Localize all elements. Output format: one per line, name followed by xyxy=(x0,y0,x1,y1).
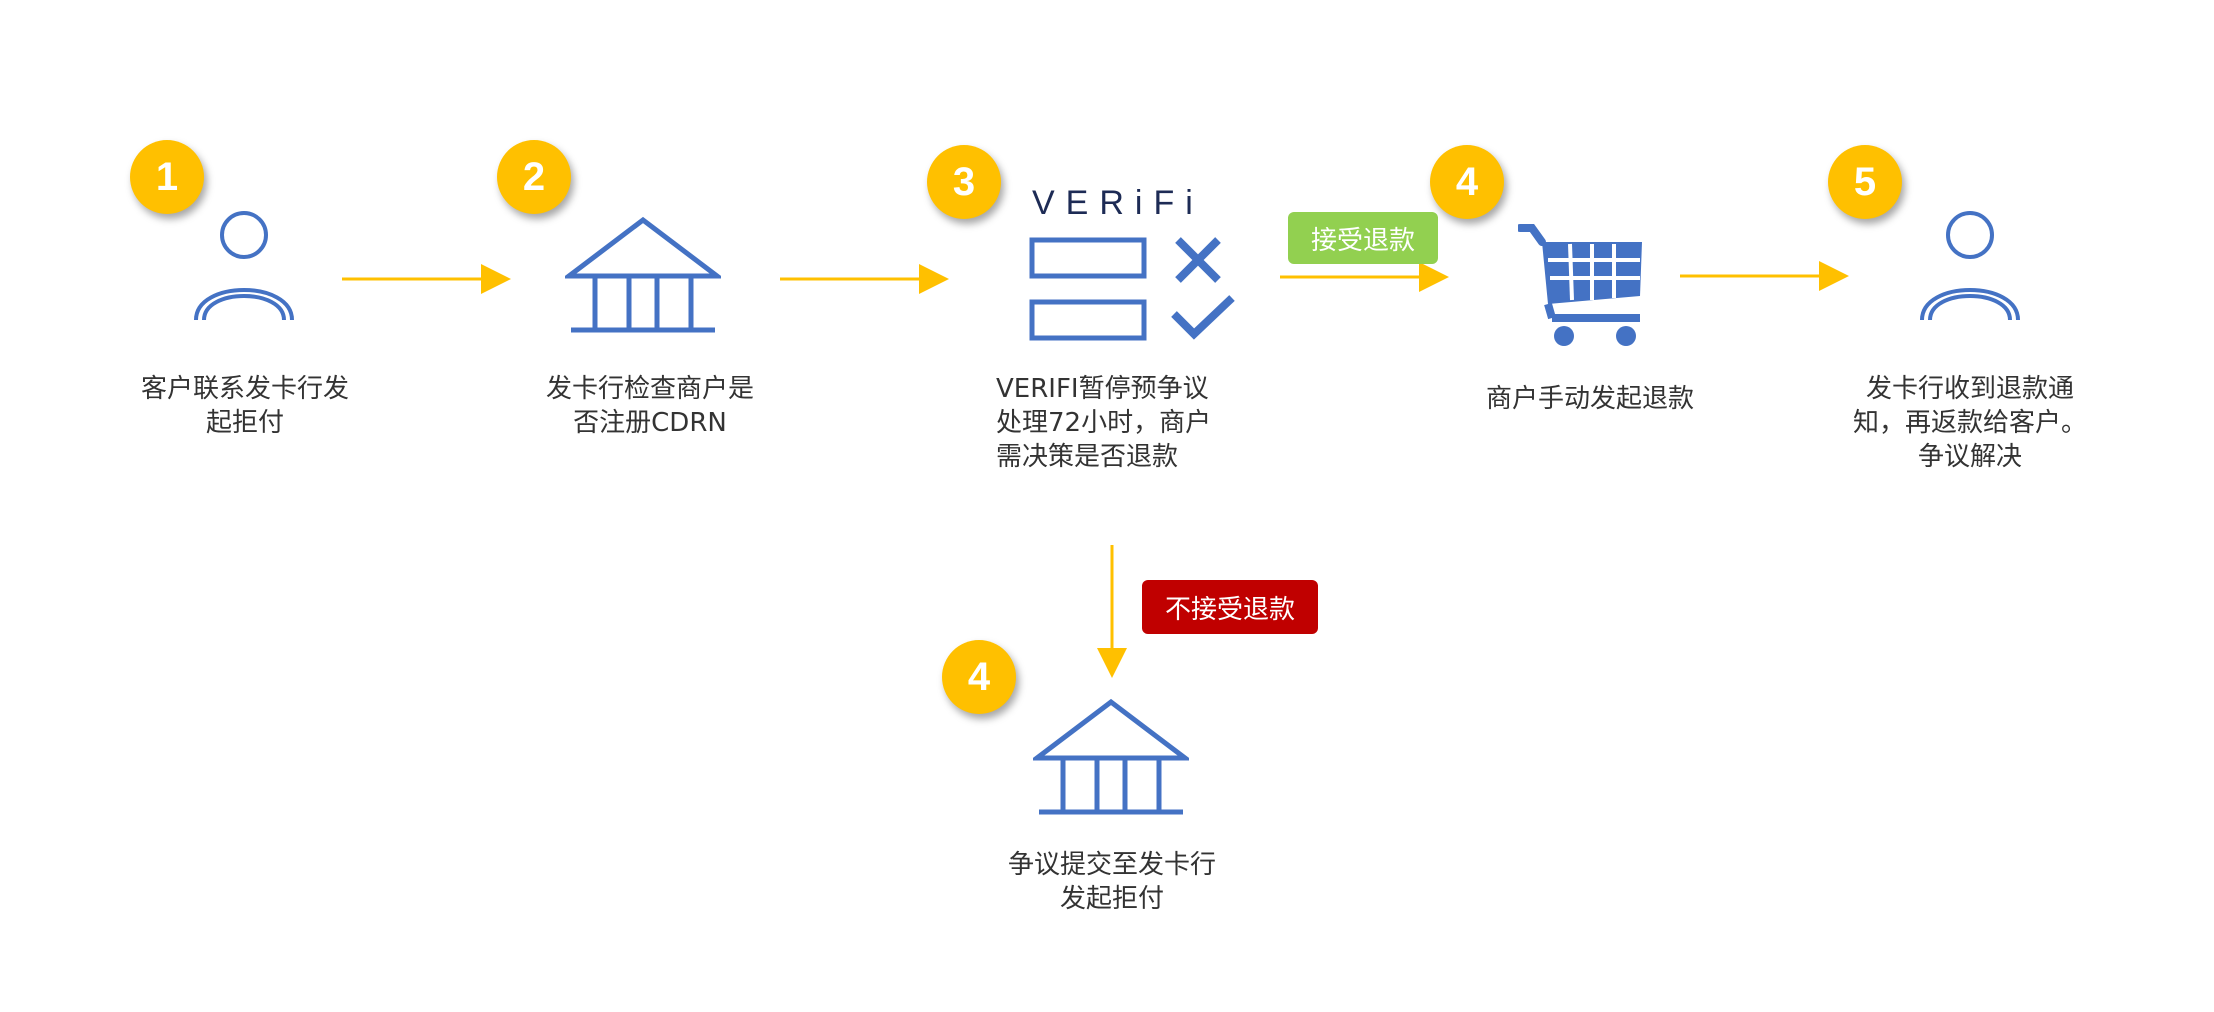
step-4-badge: 4 xyxy=(1430,145,1504,219)
step-1-badge: 1 xyxy=(130,140,204,214)
step-5-badge: 5 xyxy=(1828,145,1902,219)
person-icon xyxy=(194,211,294,321)
reject-refund-tag: 不接受退款 xyxy=(1142,580,1318,634)
bank-icon xyxy=(1033,698,1189,815)
person-icon xyxy=(1920,211,2020,321)
branch-step-4-badge: 4 xyxy=(942,640,1016,714)
step-2-badge: 2 xyxy=(497,140,571,214)
step-1-label: 客户联系发卡行发起拒付 xyxy=(140,374,349,438)
step-4-label: 商户手动发起退款 xyxy=(1485,384,1694,414)
step-3-badge: 3 xyxy=(927,145,1001,219)
branch-step-label: 争议提交至发卡行发起拒付 xyxy=(1007,850,1216,914)
bank-icon xyxy=(565,216,721,333)
step-3-label: VERIFI暂停预争议处理72小时，商户需决策是否退款 xyxy=(996,374,1212,472)
accept-refund-tag: 接受退款 xyxy=(1288,212,1438,264)
verifi-logo: VERiFi xyxy=(1032,184,1204,222)
shopping-cart-icon xyxy=(1518,224,1642,346)
step-2-label: 发卡行检查商户是否注册CDRN xyxy=(545,374,754,438)
checklist-icon xyxy=(1029,237,1235,341)
step-5-label: 发卡行收到退款通知，再返款给客户。争议解决 xyxy=(1852,374,2087,472)
